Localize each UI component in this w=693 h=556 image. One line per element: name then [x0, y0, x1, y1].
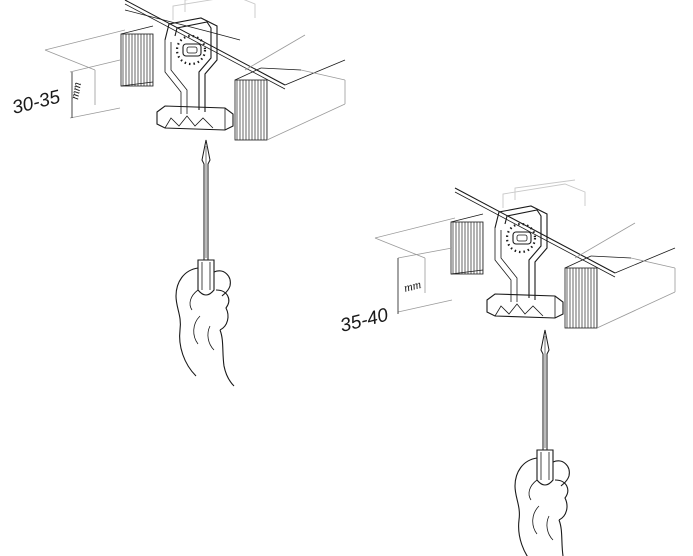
- dimension-lower: 35-40 mm: [338, 248, 452, 337]
- dimension-value-upper: 30-35: [10, 87, 63, 119]
- dimension-unit-upper: mm: [67, 81, 84, 101]
- figure-lower: 35-40 mm: [338, 180, 675, 556]
- figure-upper: 30-35 mm: [10, 0, 345, 386]
- dimension-upper: 30-35 mm: [10, 60, 120, 119]
- dimension-value-lower: 35-40: [338, 305, 391, 337]
- dimension-unit-lower: mm: [402, 277, 423, 295]
